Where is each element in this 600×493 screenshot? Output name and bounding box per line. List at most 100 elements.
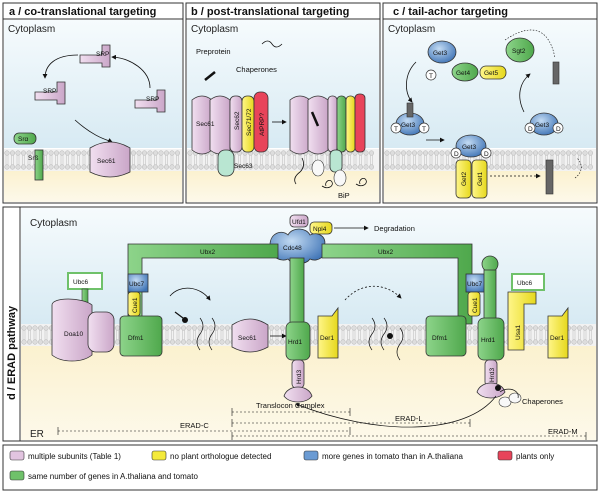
- ubx2-left-label: Ubx2: [200, 249, 216, 256]
- get4: Get4: [451, 62, 479, 82]
- panel-d: d / ERAD pathway Cytoplasm ER Ufd1 Npl4 …: [2, 206, 598, 442]
- d-label-2: D: [484, 151, 489, 158]
- signal-peptide: [204, 71, 216, 81]
- translocon-label: Translocon Complex: [256, 401, 325, 410]
- panel-b-context: Cytoplasm: [191, 24, 238, 35]
- cdc48-complex: Ufd1 Npl4 Cdc48: [269, 214, 333, 264]
- sr-receptor: Srα Srß: [13, 132, 44, 181]
- srp-particle-3: SRP: [134, 89, 166, 113]
- ubc6-left-label: Ubc6: [73, 279, 89, 286]
- preprotein-strand: [261, 40, 283, 48]
- legend-label-2: no plant orthologue detected: [170, 452, 271, 461]
- der1-right: Der1: [547, 306, 569, 359]
- panel-b-title: b / post-translational targeting: [191, 6, 349, 18]
- translocon-complex-b: [289, 93, 366, 173]
- ta-protein-top: [552, 61, 560, 85]
- erad-l-label: ERAD-L: [395, 414, 423, 423]
- der1-right-label: Der1: [550, 335, 564, 342]
- ubc6-right-label: Ubc6: [517, 280, 533, 287]
- legend-item-5: same number of genes in A.thaliana and t…: [9, 470, 198, 481]
- panel-d-title: d / ERAD pathway: [6, 305, 18, 400]
- der1-left: Der1: [317, 306, 339, 359]
- doa10: Doa10: [51, 298, 115, 362]
- return-arrow: [295, 395, 497, 428]
- substrate-coil-left: [196, 317, 216, 351]
- ubc6-left: Ubc6: [67, 272, 103, 304]
- srp-label-3: SRP: [146, 96, 159, 103]
- substrate-coil-center: [368, 317, 388, 351]
- srb-label: Srß: [28, 155, 39, 162]
- get2-label: Get2: [461, 172, 468, 186]
- degradation-label: Degradation: [374, 224, 415, 233]
- sra-label: Srα: [18, 136, 29, 143]
- legend-label-1: multiple subunits (Table 1): [28, 452, 121, 461]
- ubc6-right: Ubc6: [511, 273, 545, 291]
- srp-particle-2: SRP: [34, 81, 66, 105]
- sec62-label: Sec62: [234, 111, 241, 130]
- get3-right-label: Get3: [535, 122, 549, 129]
- panel-c-context: Cytoplasm: [388, 24, 435, 35]
- ubiquitin-dot-left: [182, 317, 188, 323]
- ubiquitin-dot-center: [387, 333, 393, 339]
- ubx2-right-label: Ubx2: [378, 249, 394, 256]
- legend-item-1: multiple subunits (Table 1): [9, 450, 121, 461]
- arrow-c-1: [406, 61, 417, 103]
- hrd1-stalk: [289, 257, 305, 325]
- sec63-label: Sec63: [234, 163, 253, 170]
- chaperones-d-label: Chaperones: [522, 397, 563, 406]
- atprp-label: AtPRP?: [259, 112, 266, 136]
- chaperones-d: Chaperones: [495, 385, 563, 408]
- sgt2-label: Sgt2: [512, 48, 526, 55]
- cue1-right: Cue1: [467, 291, 481, 317]
- erad-c-label: ERAD-C: [180, 421, 209, 430]
- cue1-left: Cue1: [127, 291, 141, 317]
- get3-top-label: Get3: [433, 50, 447, 57]
- get3-right: Get3 D D: [524, 112, 564, 136]
- membrane-c: [384, 149, 596, 171]
- panel-a-title: a / co-translational targeting: [9, 6, 156, 18]
- panel-c: c / tail-achor targeting Cytoplasm Get3 …: [382, 2, 598, 204]
- get1-label: Get1: [477, 172, 484, 186]
- legend-swatch-4: [497, 450, 513, 461]
- dfm1-right: Dfm1: [425, 315, 467, 357]
- chaperones-label: Chaperones: [236, 65, 277, 74]
- get5: Get5: [479, 65, 507, 80]
- legend-item-3: more genes in tomato than in A.thaliana: [303, 450, 464, 461]
- sec63: Sec63: [217, 149, 253, 177]
- dotted-path-c: [504, 29, 556, 59]
- ufd1-label: Ufd1: [292, 219, 306, 226]
- preprotein-label: Preprotein: [196, 47, 231, 56]
- ubc7-left-label: Ubc7: [129, 281, 145, 288]
- dfm1-left-label: Dfm1: [128, 335, 144, 342]
- srp-label-1: SRP: [96, 51, 109, 58]
- legend: multiple subunits (Table 1) no plant ort…: [2, 444, 598, 491]
- dfm1-left: Dfm1: [119, 315, 163, 357]
- bip-proteins: BiP: [294, 157, 367, 200]
- ubc7-left: Ubc7: [127, 273, 149, 293]
- get2-get1: Get2 Get1: [455, 159, 488, 199]
- sec61-a: Sec61: [89, 141, 131, 178]
- arrow-d-1: [169, 287, 211, 301]
- get3-center-label: Get3: [462, 144, 476, 151]
- srp-label-2: SRP: [43, 88, 56, 95]
- cdc48-label: Cdc48: [283, 245, 302, 252]
- get5-label: Get5: [484, 70, 498, 77]
- usa1-label: Usa1: [515, 324, 522, 340]
- d-label-3: D: [528, 126, 533, 133]
- sec61-b: Sec61: [191, 95, 231, 155]
- legend-swatch-3: [303, 450, 319, 461]
- d-label-1: D: [454, 151, 459, 158]
- usa1: Usa1: [507, 291, 537, 351]
- cycle-arrow-2: [111, 54, 151, 89]
- ubc7-right: Ubc7: [465, 273, 487, 293]
- legend-item-4: plants only: [497, 450, 554, 461]
- hrd3-right-label: Hrd3: [489, 368, 496, 382]
- sec62: Sec62: [229, 95, 243, 153]
- get3-center: Get3 D D: [450, 134, 492, 159]
- hrd1-left: Hrd1: [285, 321, 311, 361]
- legend-label-3: more genes in tomato than in A.thaliana: [322, 452, 464, 461]
- sec61-d-label: Sec61: [238, 335, 257, 342]
- bip-label: BiP: [338, 191, 350, 200]
- doa10-label: Doa10: [64, 331, 84, 338]
- panel-a: a / co-translational targeting Cytoplasm…: [2, 2, 184, 204]
